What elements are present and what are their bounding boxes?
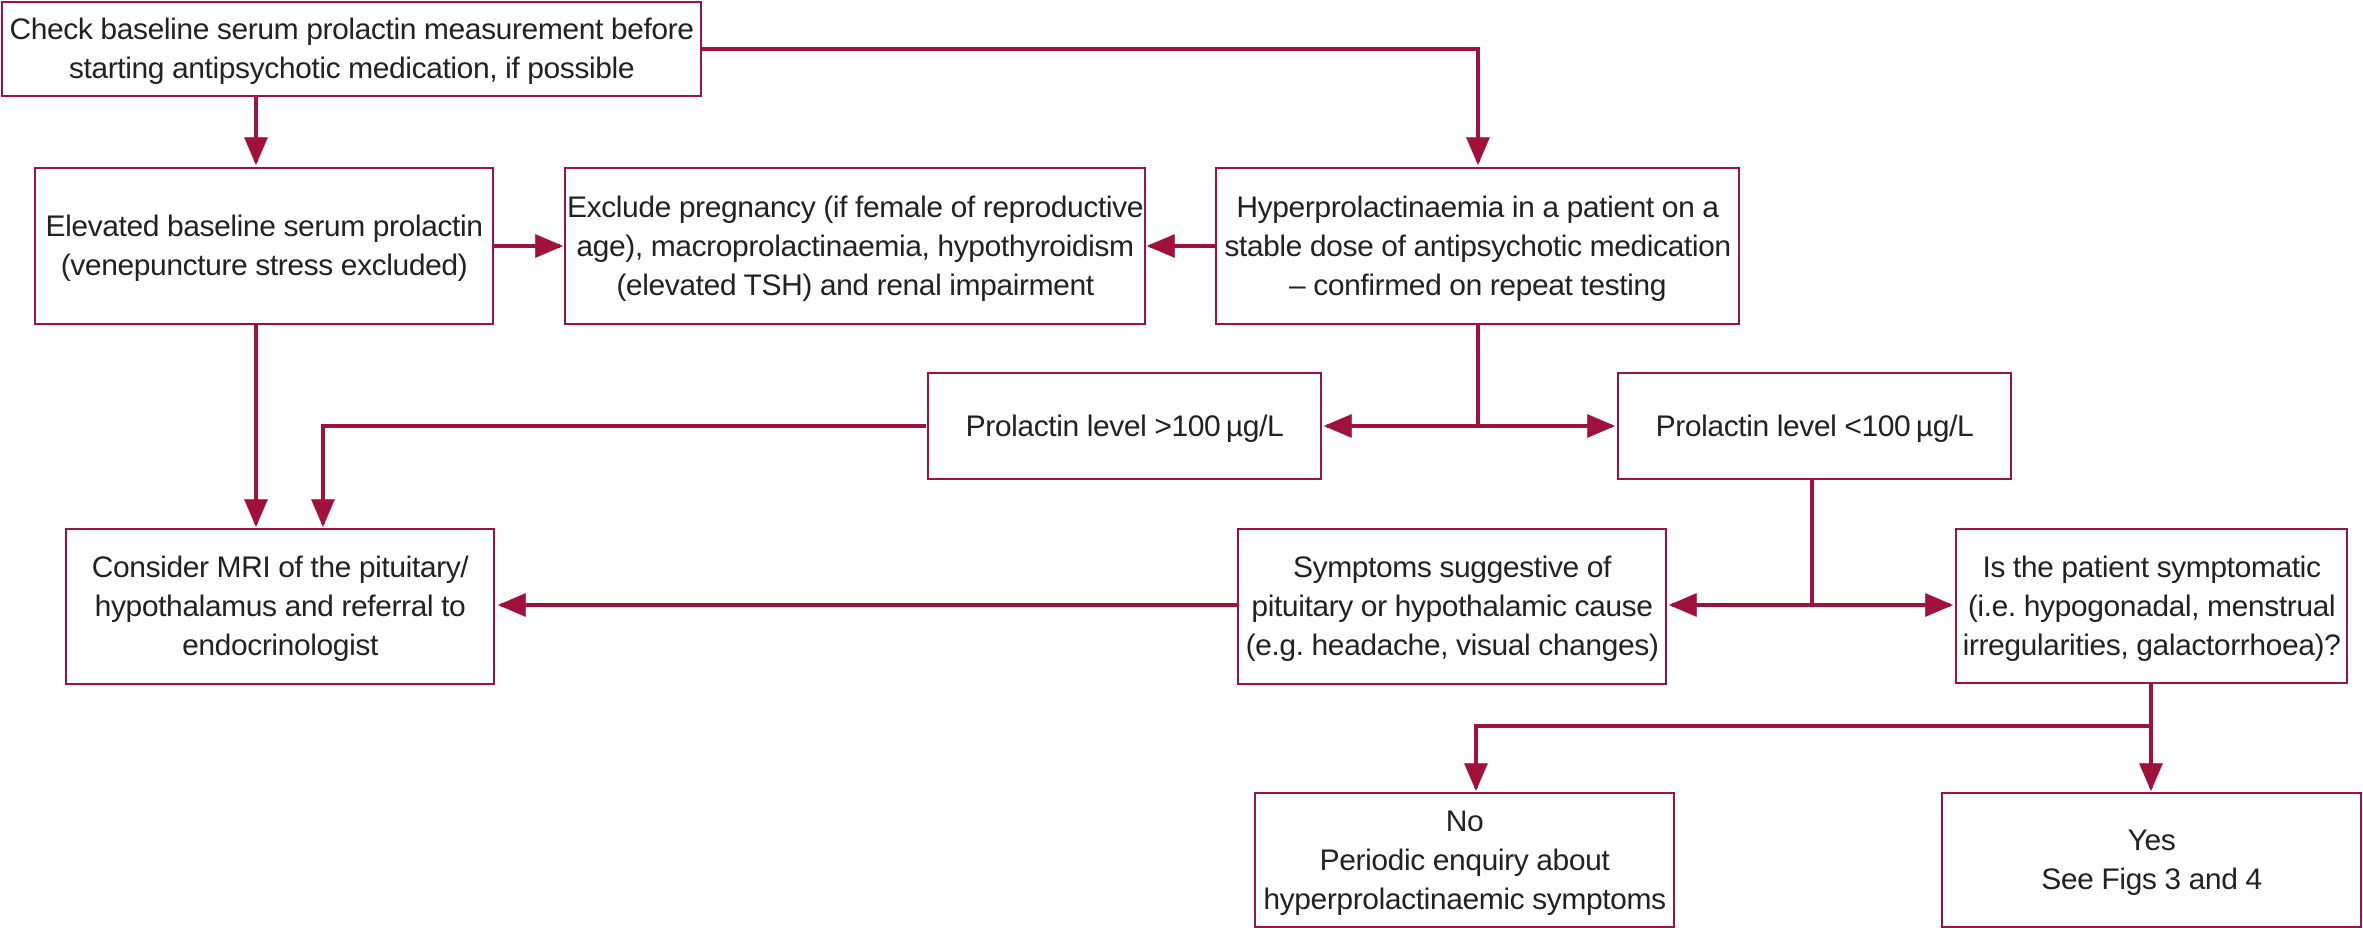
node-symptomatic-question: Is the patient symptomatic (i.e. hypogon… — [1955, 528, 2348, 684]
node-elevated-baseline-line-1: Elevated baseline serum prolactin — [45, 210, 483, 243]
node-hyperprolactinaemia: Hyperprolactinaemia in a patient on a st… — [1215, 167, 1740, 325]
node-answer-yes: Yes See Figs 3 and 4 — [1941, 792, 2362, 928]
node-answer-yes-line-1: Yes — [2127, 824, 2176, 857]
node-elevated-baseline: Elevated baseline serum prolactin (venep… — [34, 167, 494, 325]
connector-baseline-to-hyperprolactinaemia — [702, 47, 1490, 166]
node-symptomatic-question-line-3: irregularities, galactorrhoea)? — [1962, 628, 2341, 662]
node-hyperprolactinaemia-line-2: stable dose of antipsychotic medication — [1224, 229, 1731, 263]
node-symptoms-pituitary-line-1: Symptoms suggestive of — [1292, 551, 1611, 584]
node-exclude-line-2: age), macroprolactinaemia, hypothyroidis… — [576, 229, 1134, 263]
node-prolactin-low: Prolactin level <100 µg/L — [1617, 372, 2012, 480]
node-answer-no: No Periodic enquiry about hyperprolactin… — [1254, 792, 1675, 928]
node-symptoms-pituitary-line-2: pituitary or hypothalamic cause — [1251, 590, 1653, 623]
node-prolactin-high: Prolactin level >100 µg/L — [927, 372, 1322, 480]
node-baseline-check-line-1: Check baseline serum prolactin measureme… — [9, 13, 694, 46]
node-symptoms-pituitary: Symptoms suggestive of pituitary or hypo… — [1237, 528, 1667, 685]
node-prolactin-high-label: Prolactin level >100 µg/L — [965, 409, 1284, 443]
node-exclude-line-1: Exclude pregnancy (if female of reproduc… — [566, 190, 1144, 224]
node-prolactin-low-label: Prolactin level <100 µg/L — [1655, 409, 1974, 443]
node-exclude: Exclude pregnancy (if female of reproduc… — [564, 167, 1146, 325]
node-symptomatic-question-line-1: Is the patient symptomatic — [1982, 550, 2321, 584]
node-elevated-baseline-line-2: (venepuncture stress excluded) — [60, 249, 468, 282]
node-hyperprolactinaemia-line-1: Hyperprolactinaemia in a patient on a — [1236, 190, 1719, 224]
node-consider-mri-line-2: hypothalamus and referral to — [94, 590, 466, 623]
connector-symptomatic-to-no — [1464, 724, 2151, 792]
node-hyperprolactinaemia-line-3: – confirmed on repeat testing — [1289, 268, 1666, 302]
node-baseline-check: Check baseline serum prolactin measureme… — [1, 1, 702, 97]
node-answer-yes-line-2: See Figs 3 and 4 — [2041, 863, 2262, 896]
node-symptoms-pituitary-line-3: (e.g. headache, visual changes) — [1245, 629, 1659, 662]
node-consider-mri: Consider MRI of the pituitary/ hypothala… — [65, 528, 495, 685]
node-baseline-check-line-2: starting antipsychotic medication, if po… — [68, 52, 635, 85]
node-exclude-line-3: (elevated TSH) and renal impairment — [616, 268, 1094, 302]
node-symptomatic-question-line-2: (i.e. hypogonadal, menstrual — [1967, 589, 2336, 623]
node-consider-mri-line-3: endocrinologist — [182, 629, 378, 662]
node-answer-no-line-2: Periodic enquiry about — [1319, 843, 1610, 877]
node-answer-no-line-3: hyperprolactinaemic symptoms — [1263, 882, 1666, 916]
connector-prolactin-high-to-mri — [311, 424, 926, 528]
node-answer-no-line-1: No — [1445, 804, 1484, 838]
node-consider-mri-line-1: Consider MRI of the pituitary/ — [91, 551, 469, 584]
